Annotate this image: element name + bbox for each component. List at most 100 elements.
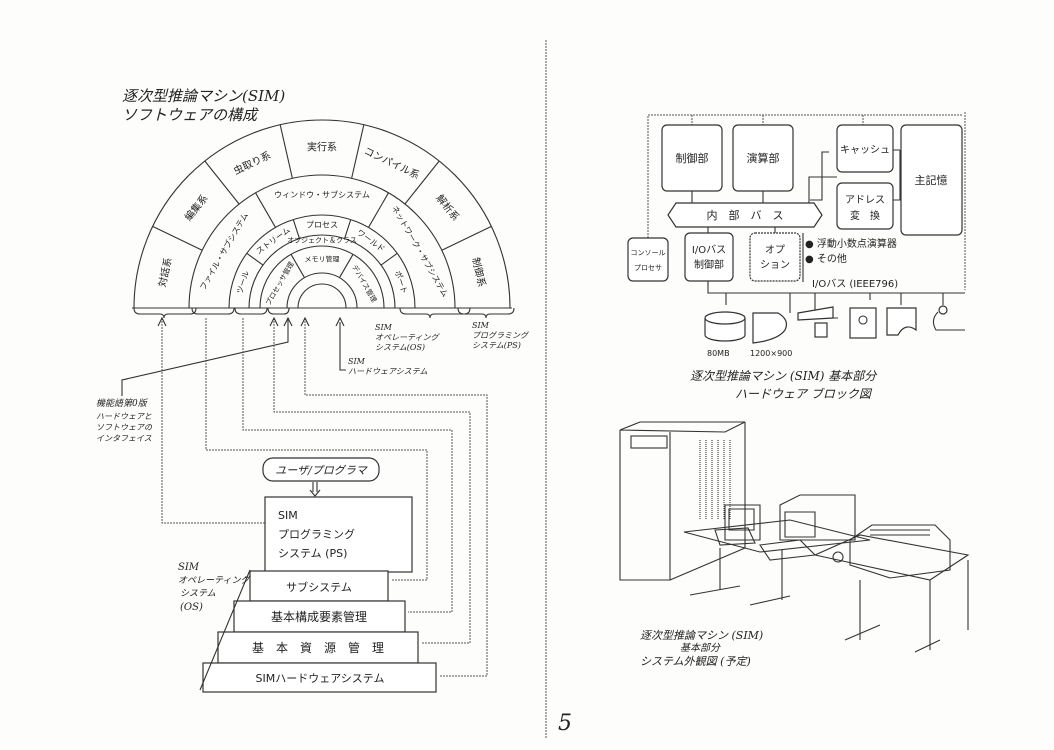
printer-icon <box>886 307 917 336</box>
photo-caption-2: 基本部分 <box>680 642 721 654</box>
option-block <box>749 232 801 282</box>
block-caption-2: ハードウェア ブロック図 <box>735 387 873 401</box>
user-programmer-box <box>262 457 380 482</box>
sector-divider <box>279 124 293 179</box>
page-number: 5 <box>558 711 572 736</box>
stack-basic-component-mgmt <box>233 600 406 633</box>
os-side-pointer <box>199 569 251 691</box>
floppy-icon <box>849 307 877 339</box>
tool-sector: ツール <box>235 270 251 296</box>
photo-caption-1: 逐次型推論マシン (SIM) <box>640 629 763 642</box>
stack-basic-resource-label: 基 本 資 源 管 理 <box>252 640 384 655</box>
control-unit-label: 制御部 <box>676 151 709 165</box>
sector-divider <box>344 219 352 239</box>
address-translation-block <box>836 182 894 230</box>
sector-divider <box>204 160 240 205</box>
subsystem-sector: ウィンドウ・サブシステム <box>274 190 370 200</box>
addr-label-1: アドレス <box>845 195 885 206</box>
option-item-fpu: ● 浮動小数点演算器 <box>805 237 897 250</box>
down-arrow-icon <box>309 482 321 497</box>
stack-subsystem-label: サブシステム <box>286 580 352 594</box>
block-caption-1: 逐次型推論マシン (SIM) 基本部分 <box>690 369 877 383</box>
stack-hardware-label: SIMハードウェアシステム <box>256 672 385 685</box>
os-label-1: SIM <box>375 323 393 332</box>
stack-hardware-system <box>202 662 437 693</box>
ps-box <box>264 496 413 573</box>
user-programmer-label: ユーザ/プログラマ <box>275 464 367 477</box>
console-label-1: コンソール <box>631 249 666 257</box>
io-bus-controller-block <box>684 232 734 282</box>
hardware-core-arc <box>286 272 358 309</box>
memory-label: 主記憶 <box>915 173 948 187</box>
sector-divider <box>292 219 300 239</box>
cache-label: キャッシュ <box>840 145 890 156</box>
interface-note-2: ハードウェアと <box>96 412 152 421</box>
tool-sector: ポート <box>393 270 409 296</box>
tool-sector: プロセス <box>306 221 338 230</box>
outer-ring-sector: 実行系 <box>307 141 337 154</box>
hw-label-2: ハードウェアシステム <box>348 367 427 376</box>
grouping-braces <box>133 307 515 319</box>
os-label-3: システム(OS) <box>375 343 425 352</box>
sector-divider <box>246 252 264 266</box>
ps-box-line2: プログラミング <box>278 527 355 541</box>
option-item-other: ● その他 <box>805 252 847 265</box>
ps-label-3: システム(PS) <box>472 341 521 350</box>
ring-arc <box>248 234 396 309</box>
ring-arc <box>133 119 511 309</box>
interface-note-3: ソフトウェアの <box>96 423 153 432</box>
cache-block <box>836 124 894 173</box>
network-icon <box>932 311 965 331</box>
ps-box-line1: SIM <box>278 509 298 522</box>
stack-basic-resource-mgmt <box>217 631 419 664</box>
layer-connectors <box>157 316 488 677</box>
hardware-block-diagram <box>627 112 966 344</box>
ring-arc <box>259 245 385 309</box>
display-icon <box>752 312 788 344</box>
sector-divider <box>351 124 365 179</box>
sector-divider <box>152 225 203 251</box>
io-bus-label: I/Oバス (IEEE796) <box>812 278 898 290</box>
os-side-1: SIM <box>178 562 200 573</box>
ring-arc <box>188 174 456 309</box>
option-label-1: オプ <box>765 244 785 256</box>
outer-ring-sector: 制御系 <box>469 256 488 288</box>
outer-ring-sector: コンパイル系 <box>362 145 421 182</box>
ps-box-line3: システム (PS) <box>278 547 347 560</box>
object-class-band: オブジェクト＆クラス <box>287 236 357 245</box>
stack-basic-component-label: 基本構成要素管理 <box>271 609 367 624</box>
interface-note-4: インタフェイス <box>96 434 152 443</box>
resource-sector: プロセッサ管理 <box>263 260 295 307</box>
inner-arc <box>297 283 347 309</box>
sector-divider <box>339 254 354 278</box>
ps-label-1: SIM <box>472 321 490 330</box>
resource-sector: デバイス管理 <box>350 263 379 304</box>
os-side-2: オペレーティング <box>178 575 251 586</box>
outer-ring-sector: 編集系 <box>182 192 211 224</box>
ioctl-label-1: I/Oバス <box>692 244 726 256</box>
disk-icon <box>704 311 746 342</box>
photo-caption-3: システム外観図 (予定) <box>640 655 751 668</box>
tool-sector: ワールド <box>355 228 386 254</box>
ring-arc <box>228 214 416 309</box>
interface-pointer-line <box>121 318 289 396</box>
sector-divider <box>368 192 389 228</box>
console-label-2: プロセサ <box>634 264 662 272</box>
resource-sector: メモリ管理 <box>305 255 340 264</box>
console-processor-block <box>627 237 669 282</box>
internal-bus <box>667 202 823 228</box>
sector-divider <box>404 160 440 205</box>
os-label-2: オペレーティング <box>375 333 441 342</box>
software-semicircle-diagram: 対話系編集系虫取り系実行系コンパイル系解析系制御系ファイル・サブシステムウィンド… <box>132 119 515 319</box>
interface-note-1: 機能語第0版 <box>96 398 149 409</box>
left-title-line2: ソフトウェアの構成 <box>122 106 259 124</box>
outer-ring-sector: 解析系 <box>433 192 462 224</box>
addr-label-2: 変 換 <box>850 209 880 222</box>
mouse-icon <box>814 322 828 338</box>
internal-bus-label: 内 部 バ ス <box>707 208 784 222</box>
hw-label-1: SIM <box>348 357 366 366</box>
sector-divider <box>290 254 305 278</box>
disk-size-label: 80MB <box>707 349 730 358</box>
sector-divider <box>380 252 398 266</box>
